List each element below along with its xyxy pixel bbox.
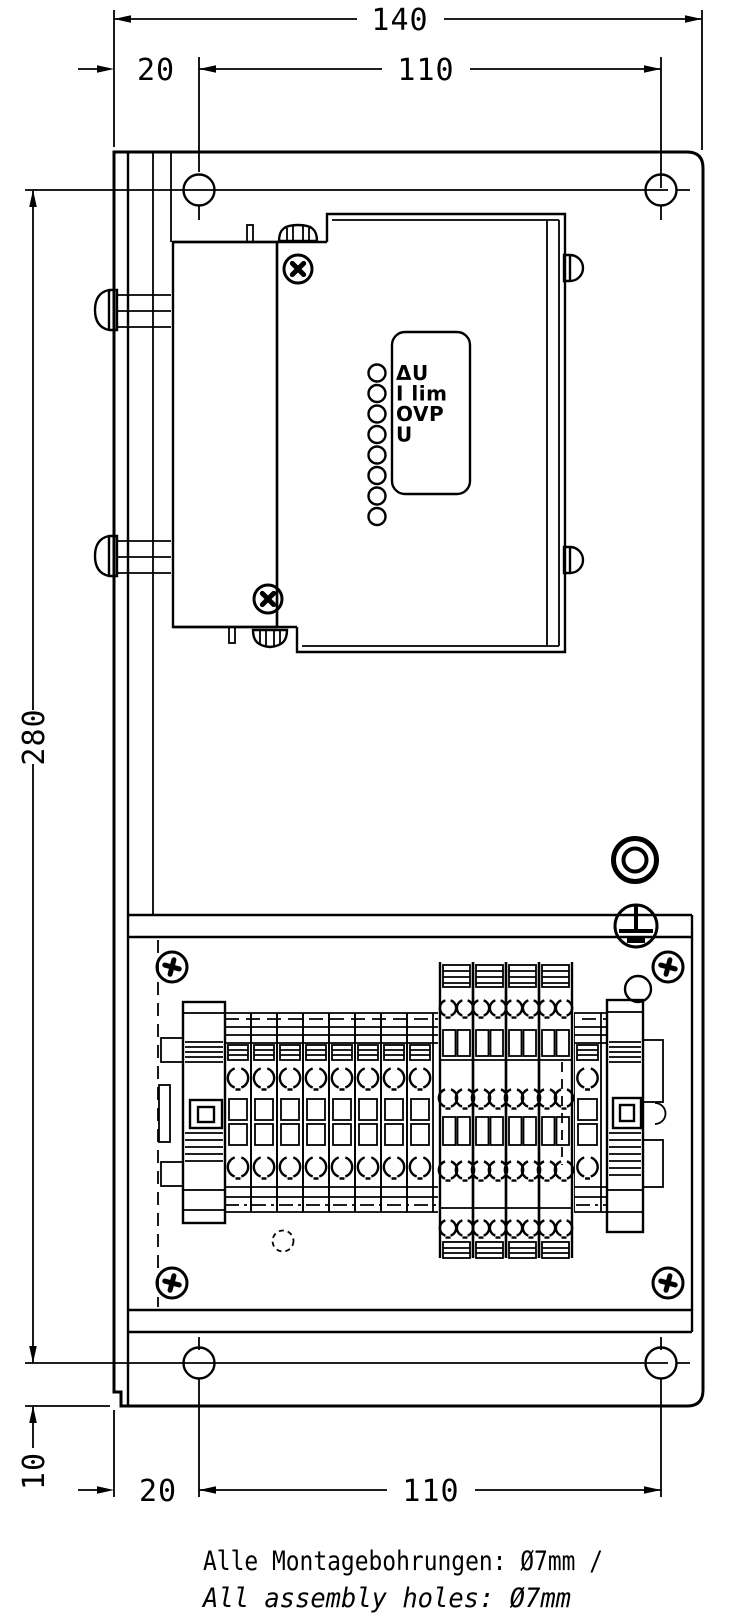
led-label-ilim: I lim <box>396 382 447 406</box>
corner-screw <box>651 950 685 984</box>
led-indicator <box>367 363 387 383</box>
dome-screw-top <box>277 223 319 243</box>
terminal-column <box>536 962 575 1259</box>
rail-end-bracket-left <box>158 1000 227 1225</box>
mounting-hole <box>182 1346 216 1380</box>
note-line-german: Alle Montagebohrungen: Ø7mm / <box>203 1546 603 1577</box>
assembly-note: Alle Montagebohrungen: Ø7mm / All assemb… <box>201 1546 603 1614</box>
dim-top-left-offset: 20 <box>137 53 175 88</box>
device-module: ΔU I lim OVP U <box>171 212 585 654</box>
side-screw-bottom <box>93 534 171 578</box>
led-label-ovp: OVP <box>396 402 444 426</box>
mounting-hole <box>644 173 678 207</box>
rail-end-bracket-right <box>605 998 667 1234</box>
led-indicator <box>367 465 387 486</box>
panel-corner-screws <box>155 950 685 1300</box>
dimension-annotations: 140 20 110 280 10 20 110 <box>17 3 703 1509</box>
side-screw-top <box>93 288 171 332</box>
dim-bottom-left-offset: 20 <box>139 1474 177 1509</box>
corner-screw <box>155 950 189 984</box>
bottom-clamp-tab <box>228 626 236 644</box>
mounting-hole <box>182 173 216 207</box>
lower-compartment <box>155 836 685 1300</box>
device-screws <box>252 253 314 615</box>
dim-top-width: 140 <box>371 3 428 38</box>
led-indicator <box>367 383 387 404</box>
terminal-cell <box>406 1013 434 1212</box>
note-line-english: All assembly holes: Ø7mm <box>201 1583 571 1614</box>
right-side-screw-bottom <box>562 545 585 575</box>
round-connector <box>611 836 659 884</box>
dim-bottom-edge-offset: 10 <box>17 1452 52 1490</box>
led-label-panel <box>390 330 472 496</box>
corner-screw <box>155 1266 189 1300</box>
led-label-du: ΔU <box>396 361 429 385</box>
mounting-holes <box>182 173 678 1380</box>
dome-screw-bottom <box>251 628 289 649</box>
device-screw <box>252 583 284 615</box>
led-column <box>367 363 387 527</box>
led-indicator <box>367 404 387 424</box>
terminal-blocks <box>224 962 602 1260</box>
hidden-hole <box>271 1229 295 1253</box>
dim-left-height: 280 <box>17 708 52 765</box>
led-indicator <box>367 486 387 506</box>
dim-top-hole-spacing: 110 <box>397 53 454 88</box>
ground-terminal-icon <box>613 903 659 949</box>
mounting-plate <box>93 150 705 1408</box>
panel-hole <box>623 974 653 1004</box>
top-clamp-tab <box>246 224 254 243</box>
led-indicator <box>367 445 387 465</box>
mounting-hole <box>644 1346 678 1380</box>
dim-bottom-hole-spacing: 110 <box>402 1474 459 1509</box>
led-indicator <box>367 506 387 527</box>
led-indicator <box>367 424 387 445</box>
led-label-u: U <box>396 423 413 447</box>
device-backplate <box>171 240 279 629</box>
right-side-screw-top <box>562 253 585 283</box>
corner-screw <box>651 1266 685 1300</box>
device-screw <box>282 253 314 285</box>
